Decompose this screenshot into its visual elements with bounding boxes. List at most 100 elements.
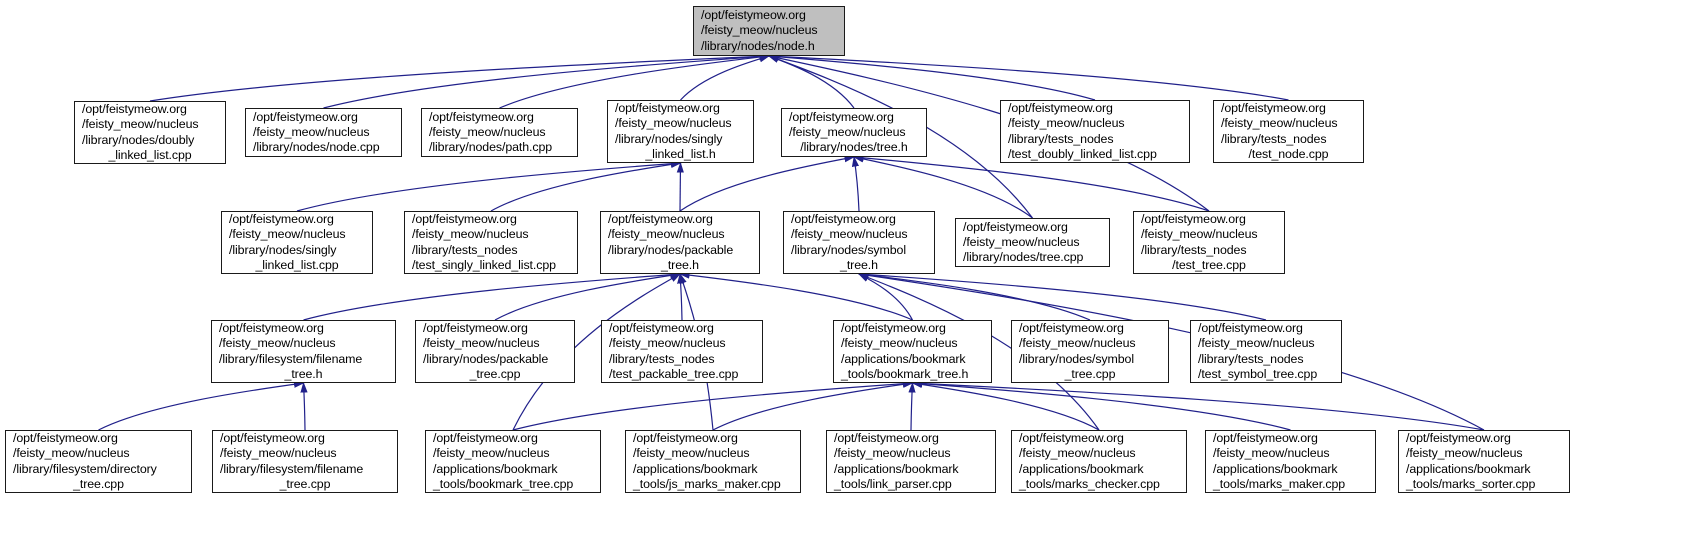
- graph-node-test_node_cpp[interactable]: /opt/feistymeow.org/feisty_meow/nucleus/…: [1213, 100, 1364, 163]
- graph-node-filename_tree_cpp[interactable]: /opt/feistymeow.org/feisty_meow/nucleus/…: [212, 430, 398, 493]
- graph-node-test_symbol_tree_cpp[interactable]: /opt/feistymeow.org/feisty_meow/nucleus/…: [1190, 320, 1342, 383]
- graph-node-packable_tree_h[interactable]: /opt/feistymeow.org/feisty_meow/nucleus/…: [600, 211, 760, 274]
- graph-node-node_h[interactable]: /opt/feistymeow.org/feisty_meow/nucleus/…: [693, 6, 845, 56]
- node-label-line: /feisty_meow/nucleus: [82, 117, 199, 132]
- graph-node-js_marks_maker_cpp[interactable]: /opt/feistymeow.org/feisty_meow/nucleus/…: [625, 430, 801, 493]
- graph-edge: [911, 380, 1100, 431]
- graph-edge: [512, 380, 914, 431]
- node-label-line: /test_tree.cpp: [1172, 257, 1246, 272]
- graph-node-link_parser_cpp[interactable]: /opt/feistymeow.org/feisty_meow/nucleus/…: [826, 430, 996, 493]
- node-label-line: _tree.cpp: [1064, 366, 1116, 381]
- node-label-line: /library/nodes/packable: [423, 351, 549, 366]
- node-label-line: /test_node.cpp: [1248, 146, 1329, 161]
- node-label-line: /opt/feistymeow.org: [219, 320, 324, 335]
- node-label-line: /feisty_meow/nucleus: [963, 234, 1080, 249]
- graph-node-tree_cpp[interactable]: /opt/feistymeow.org/feisty_meow/nucleus/…: [955, 218, 1110, 267]
- graph-node-tree_h[interactable]: /opt/feistymeow.org/feisty_meow/nucleus/…: [781, 108, 927, 157]
- node-label-line: /feisty_meow/nucleus: [1019, 446, 1136, 461]
- graph-edge: [767, 55, 855, 109]
- graph-node-singly_linked_list_cpp[interactable]: /opt/feistymeow.org/feisty_meow/nucleus/…: [221, 211, 373, 274]
- node-label-line: /opt/feistymeow.org: [1141, 211, 1246, 226]
- node-label-line: /feisty_meow/nucleus: [433, 446, 550, 461]
- graph-node-singly_linked_list_h[interactable]: /opt/feistymeow.org/feisty_meow/nucleus/…: [607, 100, 754, 163]
- graph-node-filename_tree_h[interactable]: /opt/feistymeow.org/feisty_meow/nucleus/…: [211, 320, 396, 383]
- node-label-line: /library/tests_nodes: [1141, 242, 1247, 257]
- node-label-line: /library/tests_nodes: [412, 242, 518, 257]
- node-label-line: /feisty_meow/nucleus: [429, 124, 546, 139]
- node-label-line: _tree.h: [840, 257, 878, 272]
- node-label-line: /library/nodes/packable: [608, 242, 734, 257]
- graph-node-marks_maker_cpp[interactable]: /opt/feistymeow.org/feisty_meow/nucleus/…: [1205, 430, 1376, 493]
- graph-node-packable_tree_cpp[interactable]: /opt/feistymeow.org/feisty_meow/nucleus/…: [415, 320, 575, 383]
- graph-edge: [852, 155, 1033, 219]
- graph-edge: [677, 272, 685, 321]
- graph-edge: [712, 380, 914, 431]
- graph-node-marks_checker_cpp[interactable]: /opt/feistymeow.org/feisty_meow/nucleus/…: [1011, 430, 1187, 493]
- node-label-line: /library/nodes/singly: [615, 131, 723, 146]
- node-label-line: /opt/feistymeow.org: [229, 211, 334, 226]
- node-label-line: /feisty_meow/nucleus: [253, 124, 370, 139]
- node-label-line: /feisty_meow/nucleus: [608, 227, 725, 242]
- graph-edge: [300, 381, 308, 431]
- graph-edge: [679, 155, 856, 212]
- node-label-line: _tools/js_marks_maker.cpp: [633, 476, 781, 491]
- node-label-line: /opt/feistymeow.org: [608, 211, 713, 226]
- graph-edge: [851, 155, 860, 212]
- node-label-line: /feisty_meow/nucleus: [1141, 227, 1258, 242]
- node-label-line: /feisty_meow/nucleus: [1213, 446, 1330, 461]
- node-label-line: /opt/feistymeow.org: [1213, 430, 1318, 445]
- node-label-line: /feisty_meow/nucleus: [615, 116, 732, 131]
- node-label-line: /library/nodes/singly: [229, 242, 337, 257]
- node-label-line: /opt/feistymeow.org: [1221, 100, 1326, 115]
- node-label-line: /opt/feistymeow.org: [412, 211, 517, 226]
- graph-node-path_cpp[interactable]: /opt/feistymeow.org/feisty_meow/nucleus/…: [421, 108, 578, 157]
- node-label-line: /library/nodes/node.h: [701, 38, 815, 53]
- node-label-line: /library/tests_nodes: [1198, 351, 1304, 366]
- node-label-line: /applications/bookmark: [1213, 461, 1338, 476]
- node-label-line: /applications/bookmark: [433, 461, 558, 476]
- node-label-line: /library/nodes/tree.h: [800, 140, 908, 155]
- node-label-line: _tree.cpp: [279, 476, 331, 491]
- graph-node-node_cpp[interactable]: /opt/feistymeow.org/feisty_meow/nucleus/…: [245, 108, 402, 157]
- node-label-line: _tools/link_parser.cpp: [834, 476, 952, 491]
- node-label-line: /opt/feistymeow.org: [789, 109, 894, 124]
- node-label-line: /applications/bookmark: [841, 351, 966, 366]
- node-label-line: _tools/marks_sorter.cpp: [1406, 476, 1536, 491]
- node-label-line: /feisty_meow/nucleus: [1019, 336, 1136, 351]
- node-label-line: /opt/feistymeow.org: [615, 100, 720, 115]
- graph-node-test_doubly_linked_list_cpp[interactable]: /opt/feistymeow.org/feisty_meow/nucleus/…: [1000, 100, 1190, 163]
- node-label-line: /library/nodes/path.cpp: [429, 140, 553, 155]
- graph-node-marks_sorter_cpp[interactable]: /opt/feistymeow.org/feisty_meow/nucleus/…: [1398, 430, 1570, 493]
- node-label-line: /feisty_meow/nucleus: [701, 23, 818, 38]
- graph-node-symbol_tree_cpp[interactable]: /opt/feistymeow.org/feisty_meow/nucleus/…: [1011, 320, 1169, 383]
- node-label-line: _tree.h: [661, 257, 699, 272]
- node-label-line: /opt/feistymeow.org: [1019, 320, 1124, 335]
- node-label-line: /library/tests_nodes: [1008, 131, 1114, 146]
- graph-node-symbol_tree_h[interactable]: /opt/feistymeow.org/feisty_meow/nucleus/…: [783, 211, 935, 274]
- graph-node-test_tree_cpp[interactable]: /opt/feistymeow.org/feisty_meow/nucleus/…: [1133, 211, 1285, 274]
- node-label-line: /applications/bookmark: [1019, 461, 1144, 476]
- node-label-line: /opt/feistymeow.org: [1019, 430, 1124, 445]
- graph-edge: [857, 271, 1267, 321]
- graph-node-bookmark_tree_h[interactable]: /opt/feistymeow.org/feisty_meow/nucleus/…: [833, 320, 992, 383]
- node-label-line: /opt/feistymeow.org: [633, 430, 738, 445]
- node-label-line: _tree.cpp: [73, 476, 124, 491]
- graph-node-doubly_linked_list_cpp[interactable]: /opt/feistymeow.org/feisty_meow/nucleus/…: [74, 101, 226, 164]
- graph-edge: [767, 53, 1096, 101]
- graph-edge: [490, 160, 682, 212]
- graph-edge: [852, 154, 1210, 212]
- node-label-line: /library/tests_nodes: [609, 351, 715, 366]
- node-label-line: _tools/bookmark_tree.cpp: [433, 476, 574, 491]
- node-label-line: /opt/feistymeow.org: [963, 219, 1068, 234]
- graph-node-test_singly_linked_list_cpp[interactable]: /opt/feistymeow.org/feisty_meow/nucleus/…: [404, 211, 578, 274]
- node-label-line: /library/filesystem/directory: [13, 461, 157, 476]
- node-label-line: /opt/feistymeow.org: [791, 211, 896, 226]
- node-label-line: /test_doubly_linked_list.cpp: [1008, 146, 1157, 161]
- graph-node-bookmark_tree_cpp[interactable]: /opt/feistymeow.org/feisty_meow/nucleus/…: [425, 430, 601, 493]
- graph-node-directory_tree_cpp[interactable]: /opt/feistymeow.org/feisty_meow/nucleus/…: [5, 430, 192, 493]
- node-label-line: /opt/feistymeow.org: [433, 430, 538, 445]
- node-label-line: /feisty_meow/nucleus: [609, 336, 726, 351]
- graph-edge: [680, 55, 771, 101]
- graph-edge: [149, 52, 771, 102]
- graph-node-test_packable_tree_cpp[interactable]: /opt/feistymeow.org/feisty_meow/nucleus/…: [601, 320, 763, 383]
